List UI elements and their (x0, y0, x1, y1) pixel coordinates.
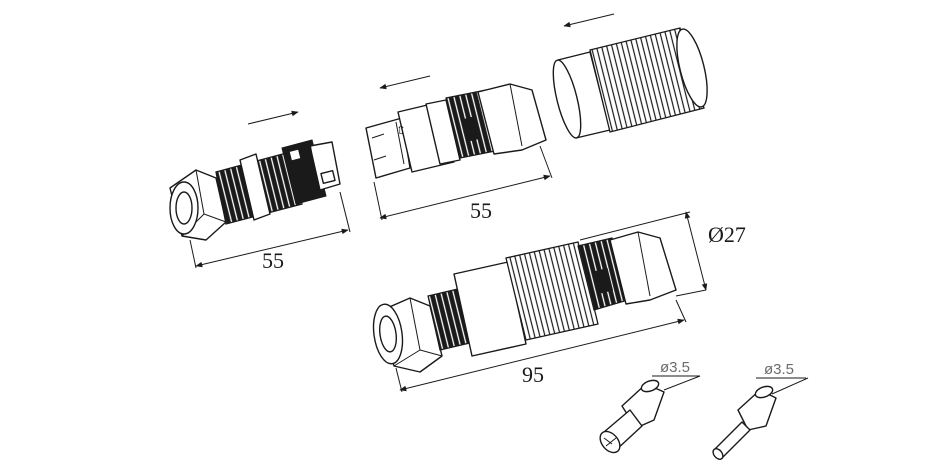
sleeve-direction-arrow (563, 13, 615, 28)
plug-part: 55 (169, 110, 351, 273)
sleeve-part (552, 13, 708, 139)
pin-right-diameter-label: ø3.5 (764, 361, 794, 378)
pin-left: ø3.5 (599, 359, 701, 454)
arrow-mark-icon: ⇧ (396, 123, 406, 137)
assembled-length-dimension-line (399, 318, 685, 392)
socket-part: ⇧ 55 (365, 75, 553, 223)
socket-length-dimension-line (379, 174, 551, 220)
pin-left-diameter-label: ø3.5 (660, 359, 690, 376)
socket-length-label: 55 (470, 198, 492, 223)
plug-length-label: 55 (262, 248, 284, 273)
plug-length-dimension-line (195, 228, 349, 268)
pin-right: ø3.5 (712, 361, 809, 460)
assembled-length-label: 95 (522, 362, 544, 387)
diameter-dimension-line (684, 211, 708, 291)
assembled-connector: Ø27 95 (372, 211, 746, 393)
socket-direction-arrow (379, 75, 431, 90)
plug-direction-arrow (247, 110, 299, 125)
diameter-label: Ø27 (708, 222, 746, 247)
